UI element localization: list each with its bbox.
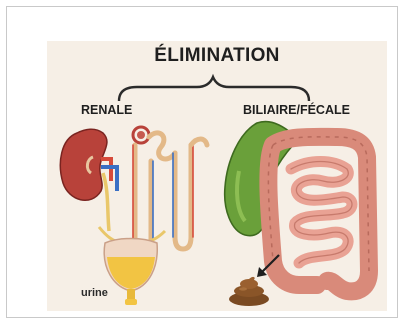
elimination-illustration: ÉLIMINATION RENALE BILIAIRE/FÉCALE urine [47, 41, 387, 311]
renal-label: RENALE [81, 103, 132, 117]
urine-label: urine [81, 287, 108, 299]
image-frame: ÉLIMINATION RENALE BILIAIRE/FÉCALE urine [6, 6, 398, 318]
bladder-drawing [99, 227, 165, 305]
diagram-title: ÉLIMINATION [47, 45, 387, 67]
stool-icon [229, 277, 269, 306]
small-intestine-drawing [291, 162, 352, 264]
nephron-drawing [133, 127, 207, 251]
illustration-artwork [47, 41, 387, 311]
brace [119, 77, 309, 101]
biliary-fecal-label: BILIAIRE/FÉCALE [243, 103, 350, 117]
kidney-drawing [60, 129, 117, 231]
